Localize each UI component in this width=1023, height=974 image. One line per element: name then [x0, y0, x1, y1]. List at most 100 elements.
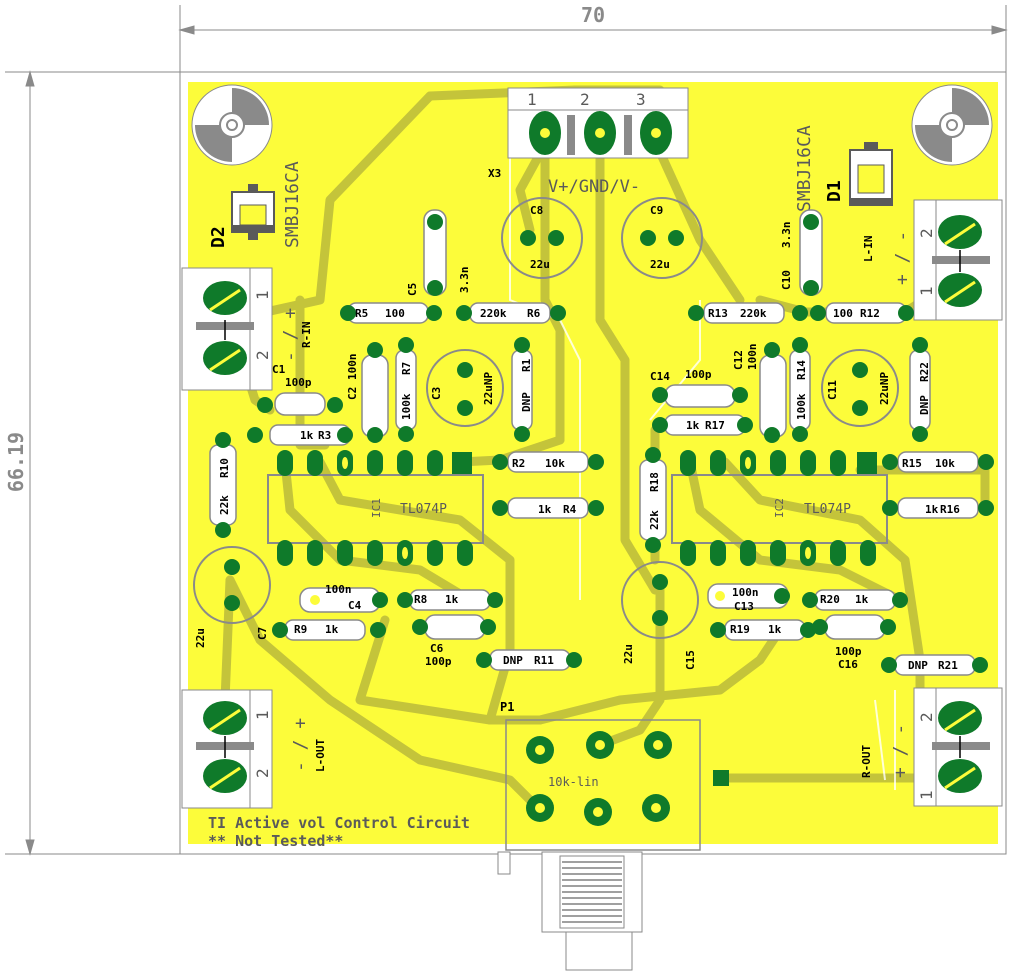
c10-name-label: C10	[780, 270, 793, 290]
r21-value-label: DNP	[908, 659, 928, 672]
c6-name-label: C6	[430, 642, 444, 655]
lout-pin2-label: 2	[253, 768, 272, 778]
r17-name-label: R17	[705, 419, 725, 432]
pot-value-label: 10k-lin	[548, 775, 599, 789]
r7-name-label: R7	[400, 362, 413, 375]
c2-name-label: C2	[346, 387, 359, 400]
r11-name-label: R11	[534, 654, 554, 667]
r18-name-label: R18	[648, 472, 661, 492]
c1-value-label: 100p	[285, 376, 312, 389]
diode-icon	[849, 142, 893, 206]
lin-pin2-label: 2	[917, 228, 936, 238]
c14-value-label: 100p	[685, 368, 712, 381]
rout-label: R-OUT	[860, 745, 873, 778]
c15-name-label: C15	[684, 650, 697, 670]
mounting-hole-icon	[191, 84, 273, 166]
c9-name-label: C9	[650, 204, 663, 217]
power-header-x3	[507, 87, 689, 159]
r22-value-label: DNP	[918, 395, 931, 415]
c13-value-label: 100n	[732, 586, 759, 599]
c15-value-label: 22u	[622, 644, 635, 664]
ic2-part-label: TL074P	[804, 502, 851, 517]
capacitor-icon	[274, 209, 886, 640]
rin-label: R-IN	[300, 322, 313, 349]
ic-pin-highlights	[342, 457, 811, 559]
d1-name-label: D1	[824, 180, 845, 202]
lout-polarity-label: - / +	[290, 718, 311, 772]
r19-name-label: R19	[730, 623, 750, 636]
lin-polarity-label: + / -	[892, 231, 913, 285]
ic1-name-label: IC1	[370, 498, 383, 518]
potentiometer-icon	[497, 719, 701, 971]
r2-name-label: R2	[512, 457, 525, 470]
capacitor-icon	[193, 197, 899, 639]
d2-name-label: D2	[208, 226, 229, 248]
d1-value-label: SMBJ16CA	[794, 125, 815, 212]
terminal-block-icon	[181, 689, 273, 809]
r3-value-label: 1k	[300, 429, 314, 442]
r6-name-label: R6	[527, 307, 541, 320]
c4-name-label: C4	[348, 599, 362, 612]
c8-name-label: C8	[530, 204, 543, 217]
r21-name-label: R21	[938, 659, 958, 672]
r5-value-label: 100	[385, 307, 405, 320]
height-dimension-label: 66.19	[4, 432, 28, 492]
c13-name-label: C13	[734, 600, 754, 613]
r12-name-label: R12	[860, 307, 880, 320]
terminal-block-icon	[913, 687, 1003, 807]
r1-value-label: DNP	[520, 392, 533, 412]
r14-value-label: 100k	[795, 393, 808, 420]
r11-value-label: DNP	[503, 654, 523, 667]
r5-name-label: R5	[355, 307, 368, 320]
rout-pin1-label: 1	[917, 790, 936, 800]
lout-label: L-OUT	[314, 739, 327, 772]
rout-polarity-label: + / -	[890, 724, 911, 778]
r8-name-label: R8	[414, 593, 427, 606]
c3-value-label: 22uNP	[482, 372, 495, 405]
r19-value-label: 1k	[768, 623, 782, 636]
c9-value-label: 22u	[650, 258, 670, 271]
rin-pin1-label: 1	[253, 290, 272, 300]
c16-name-label: C16	[838, 658, 858, 671]
r7-value-label: 100k	[400, 393, 413, 420]
c7-value-label: 22u	[194, 628, 207, 648]
c12-name-label: C12	[732, 350, 745, 370]
board-title-line2: ** Not Tested**	[208, 832, 343, 850]
terminal-block-icon	[181, 267, 273, 391]
c6-value-label: 100p	[425, 655, 452, 668]
r14-name-label: R14	[795, 360, 808, 380]
r8-value-label: 1k	[445, 593, 459, 606]
c1-name-label: C1	[272, 363, 286, 376]
r15-value-label: 10k	[935, 457, 955, 470]
r13-value-label: 220k	[740, 307, 767, 320]
r9-value-label: 1k	[325, 623, 339, 636]
r16-name-label: R16	[940, 503, 960, 516]
r1-name-label: R1	[520, 358, 533, 372]
ic-pins	[277, 450, 877, 566]
c4-value-label: 100n	[325, 583, 352, 596]
r16-value-label: 1k	[925, 503, 939, 516]
rin-pin2-label: 2	[253, 350, 272, 360]
header-name-label: X3	[488, 167, 501, 180]
r10-value-label: 22k	[218, 495, 231, 515]
c10-value-label: 3.3n	[780, 222, 793, 249]
r6-value-label: 220k	[480, 307, 507, 320]
r20-value-label: 1k	[855, 593, 869, 606]
capacitor-pads	[224, 230, 868, 626]
r20-name-label: R20	[820, 593, 840, 606]
r17-value-label: 1k	[686, 419, 700, 432]
c7-name-label: C7	[256, 627, 269, 640]
c14-name-label: C14	[650, 370, 670, 383]
dimension-width	[178, 5, 1008, 72]
board-title-line1: TI Active vol Control Circuit	[208, 814, 470, 832]
r18-value-label: 22k	[648, 510, 661, 530]
diode-icon	[231, 184, 275, 240]
c11-value-label: 22uNP	[878, 372, 891, 405]
pot-name-label: P1	[500, 700, 514, 714]
rin-polarity-label: - / +	[280, 308, 301, 362]
mounting-hole-icon	[911, 84, 993, 166]
c2-value-label: 100n	[346, 354, 359, 381]
r15-name-label: R15	[902, 457, 922, 470]
ic2-name-label: IC2	[773, 498, 786, 518]
